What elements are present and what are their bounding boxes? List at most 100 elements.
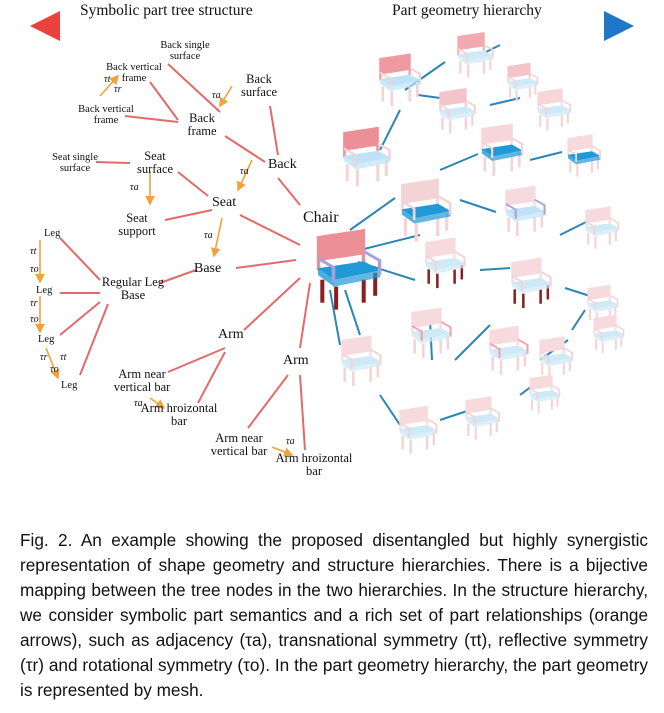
node-leg-2: Leg [36,285,53,296]
node-back: Back [268,157,297,172]
relation-arrow [271,446,294,457]
geometry-edge [359,234,421,251]
node-leg-1: Leg [44,228,61,239]
relation-arrow [99,74,120,97]
tree-edge [124,115,179,123]
node-chair: Chair [303,209,339,226]
node-arm-near-vertical-bar-2: Arm near vertical bar [210,431,268,459]
geometry-edge [459,199,497,213]
relation-arrows [35,74,294,457]
chair-mesh [585,206,619,249]
tree-edge [269,105,279,156]
geometry-edge [479,267,511,271]
tau-adjacency: τa [204,230,213,241]
chair-mesh [539,336,573,379]
node-base: Base [194,261,222,276]
node-leg-3: Leg [38,334,55,345]
relation-arrow [219,85,233,108]
chair-mesh [341,335,382,387]
node-back-vertical-frame-2: Back vertical frame [78,104,134,127]
node-arm-near-vertical-bar-1: Arm near vertical bar [113,367,171,395]
tau-adjacency: τa [212,90,221,101]
geometry-edge [529,151,563,161]
relation-arrow [45,347,60,380]
node-arm-horizontal-bar-2: Arm hroizontal bar [275,451,353,479]
chair-mesh [537,88,571,131]
chair-mesh [343,126,391,187]
tau-adjacency: τa [240,166,249,177]
tree-edge [243,277,301,331]
chair-mesh [481,123,524,176]
tau-adjacency: τa [130,182,139,193]
node-back-vertical-frame-1: Back vertical frame [106,62,162,85]
node-arm-left: Arm [218,327,244,342]
tau-translational: τt [60,352,67,363]
chair-mesh [316,229,382,310]
header-right: Part geometry hierarchy [392,2,542,19]
node-leg-4: Leg [61,380,78,391]
tree-edge [247,374,289,429]
geometry-edge [439,409,471,421]
tree-edge [149,81,179,121]
chair-mesh [567,134,601,177]
chair-meshes [316,32,625,454]
tree-edge [59,237,101,281]
tree-edges [59,63,311,451]
tau-translational: τt [30,246,37,257]
tree-edge [167,63,221,113]
tree-edge [299,374,306,451]
chair-mesh [399,405,438,454]
tree-edge [277,177,301,206]
chair-mesh [587,284,619,324]
tree-edge [197,351,226,404]
chair-mesh [439,88,476,134]
tree-edge [177,171,209,197]
geometry-edge [349,197,396,231]
node-seat-support: Seat support [118,211,156,239]
tau-reflective: τr [40,352,48,363]
geometry-edge [564,287,591,297]
geometry-edge [559,221,587,236]
header-left: Symbolic part tree structure [80,2,253,19]
geometry-edge [329,289,341,346]
chair-mesh [379,53,422,106]
geometry-edge [454,324,491,361]
tau-adjacency: τa [286,436,295,447]
tree-edge [95,161,131,164]
tau-reflective: τr [30,298,38,309]
geometry-edge [379,109,401,151]
chair-mesh [425,237,466,289]
chair-mesh [593,314,625,354]
chair-mesh [457,32,494,78]
node-regular-leg-base: Regular Leg Base [101,275,165,303]
tree-edge [159,269,197,284]
figure: Symbolic part tree structure Part geomet… [30,2,634,479]
figure-caption: Fig. 2. An example showing the proposed … [20,528,648,703]
node-arm-horizontal-bar-1: Arm hroizontal bar [140,401,218,429]
chair-mesh [505,185,546,237]
geometry-edge [489,97,521,106]
tau-rotational: τo [30,264,39,275]
chair-mesh [489,325,529,375]
caption-label: Fig. 2. [20,530,73,550]
geometry-edge [344,289,361,336]
chair-mesh [507,62,539,102]
tau-rotational: τo [30,314,39,325]
tau-reflective: τr [114,84,122,95]
node-seat-surface: Seat surface [136,149,174,177]
node-seat-single-surface: Seat single surface [52,152,98,175]
relation-arrow [149,397,166,409]
tree-edge [79,303,109,376]
relation-arrow [237,159,253,192]
tree-edge [235,259,297,269]
tree-edge [59,301,101,336]
tau-adjacency: τa [134,398,143,409]
geometry-edge [571,309,586,331]
geometry-edge [379,394,401,426]
relation-arrow [210,217,223,258]
node-seat: Seat [212,195,237,210]
caption-text: An example showing the proposed disentan… [20,530,649,700]
edge-layer [30,11,634,457]
geometry-edge [439,153,479,171]
chair-mesh [401,178,452,242]
